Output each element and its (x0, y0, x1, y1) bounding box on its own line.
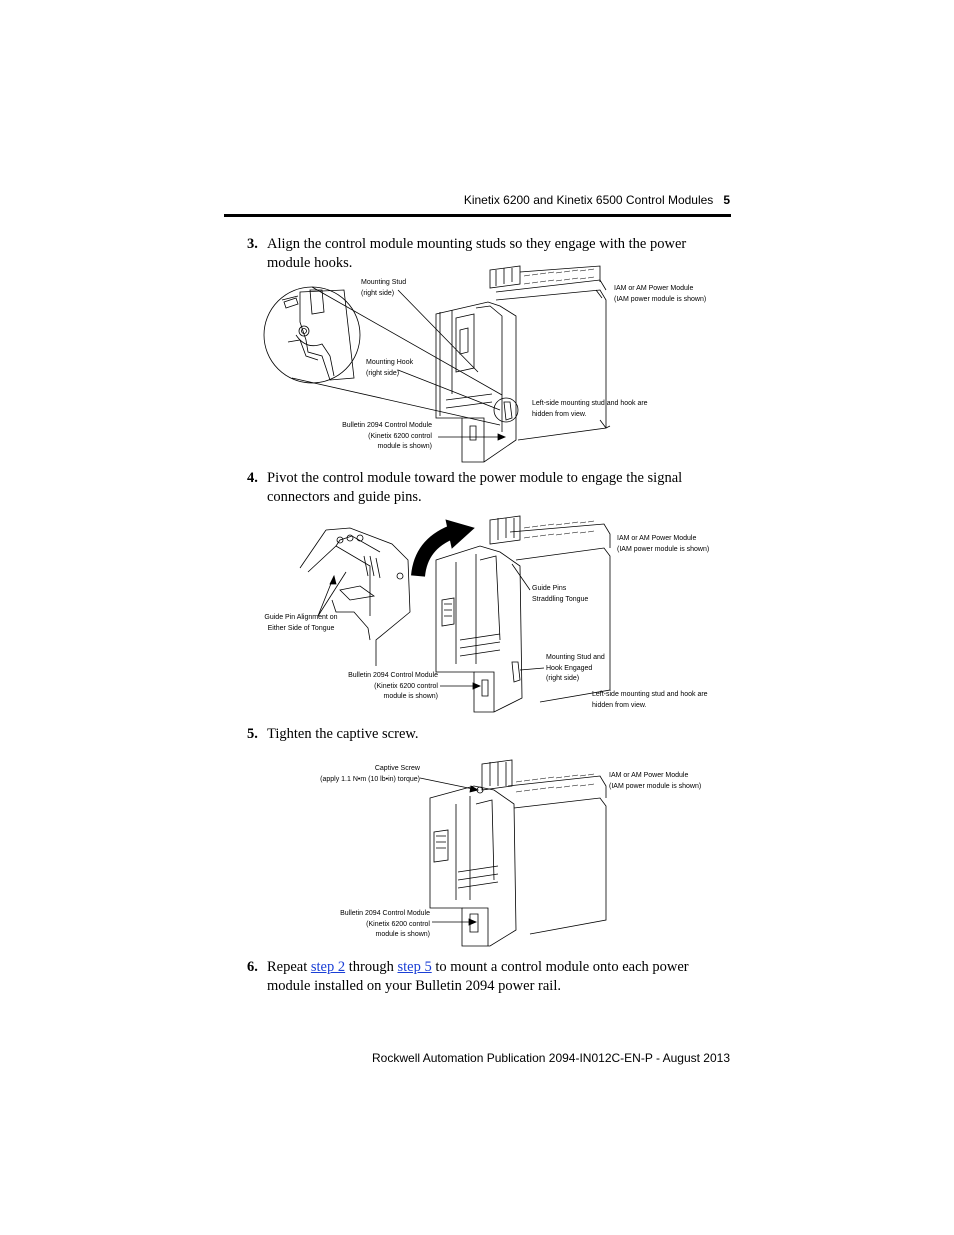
label-line: (right side) (546, 675, 580, 682)
step-text: Tighten the captive screw. (267, 726, 419, 742)
label-line: (apply 1.1 N•m (10 lb•in) torque) (320, 775, 420, 783)
label-line: Mounting Hook (366, 359, 414, 366)
step-5-link[interactable]: step 5 (397, 959, 432, 975)
step-number: 4. (247, 470, 258, 486)
label-line: module is shown) (383, 693, 438, 700)
label-line: Bulletin 2094 Control Module (342, 422, 432, 429)
step-6: 6. Repeat step 2 through step 5 to mount… (247, 958, 731, 996)
label-left-side-hidden: Left-side mounting stud and hook are hid… (592, 690, 708, 711)
label-line: module is shown) (375, 931, 430, 938)
label-line: Bulletin 2094 Control Module (348, 672, 438, 679)
label-control-module: Bulletin 2094 Control Module (Kinetix 62… (332, 421, 432, 453)
label-line: Bulletin 2094 Control Module (340, 910, 430, 917)
label-captive-screw: Captive Screw (apply 1.1 N•m (10 lb•in) … (300, 764, 420, 785)
step-number: 6. (247, 959, 258, 975)
label-line: Straddling Tongue (532, 595, 589, 603)
label-line: IAM or AM Power Module (617, 535, 697, 542)
step-5: 5. Tighten the captive screw. (247, 725, 731, 744)
step-text-post: to mount a control module onto each powe… (267, 959, 689, 994)
label-line: hidden from view. (592, 701, 647, 709)
label-line: Mounting Stud and (546, 654, 605, 661)
step-4: 4. Pivot the control module toward the p… (247, 469, 731, 507)
label-line: Hook Engaged (546, 664, 593, 672)
label-left-side-hidden: Left-side mounting stud and hook are hid… (532, 399, 648, 420)
label-control-module: Bulletin 2094 Control Module (Kinetix 62… (330, 909, 430, 941)
label-line: (IAM power module is shown) (617, 545, 710, 553)
step-2-link[interactable]: step 2 (310, 959, 346, 975)
label-line: (Kinetix 6200 control (368, 432, 432, 440)
label-line: Left-side mounting stud and hook are (592, 691, 708, 698)
label-line: hidden from view. (532, 410, 587, 418)
label-line: (IAM power module is shown) (614, 295, 707, 303)
step-text: Pivot the control module toward the powe… (267, 470, 683, 505)
label-control-module: Bulletin 2094 Control Module (Kinetix 62… (338, 671, 438, 703)
header-title: Kinetix 6200 and Kinetix 6500 Control Mo… (463, 193, 714, 207)
label-guide-pin-alignment: Guide Pin Alignment on Either Side of To… (262, 613, 340, 634)
label-line: (right side) (361, 289, 395, 297)
step-text-pre: Repeat (267, 959, 311, 975)
label-line: Captive Screw (374, 765, 420, 772)
label-mounting-hook: Mounting Hook (right side) (366, 358, 413, 379)
label-line: (Kinetix 6200 control (366, 920, 430, 928)
label-line: IAM or AM Power Module (614, 285, 694, 292)
label-line: (Kinetix 6200 control (374, 682, 438, 690)
label-guide-pins: Guide Pins Straddling Tongue (532, 584, 588, 605)
page-number: 5 (723, 193, 730, 207)
step-number: 3. (247, 236, 258, 252)
label-power-module: IAM or AM Power Module (IAM power module… (614, 284, 706, 305)
step-text: Repeat step 2 through step 5 to mount a … (267, 958, 731, 996)
header-rule (224, 214, 731, 217)
label-line: Guide Pins (532, 585, 567, 592)
label-power-module: IAM or AM Power Module (IAM power module… (609, 771, 701, 792)
step-3: 3. Align the control module mounting stu… (247, 235, 731, 273)
label-line: module is shown) (377, 443, 432, 450)
step-text-mid: through (345, 959, 398, 975)
label-line: (IAM power module is shown) (609, 782, 702, 790)
label-power-module: IAM or AM Power Module (IAM power module… (617, 534, 709, 555)
footer-publication: Rockwell Automation Publication 2094-IN0… (372, 1051, 730, 1065)
label-line: Either Side of Tongue (267, 624, 335, 632)
step-number: 5. (247, 726, 258, 742)
label-mounting-stud: Mounting Stud (right side) (361, 278, 406, 299)
label-line: (right side) (366, 369, 400, 377)
label-line: Left-side mounting stud and hook are (532, 400, 648, 407)
label-line: Mounting Stud (361, 279, 407, 286)
label-stud-hook-engaged: Mounting Stud and Hook Engaged (right si… (546, 653, 605, 685)
label-line: IAM or AM Power Module (609, 772, 689, 779)
step-text: Align the control module mounting studs … (267, 236, 687, 271)
label-line: Guide Pin Alignment on (264, 614, 338, 621)
running-header: Kinetix 6200 and Kinetix 6500 Control Mo… (464, 193, 730, 207)
